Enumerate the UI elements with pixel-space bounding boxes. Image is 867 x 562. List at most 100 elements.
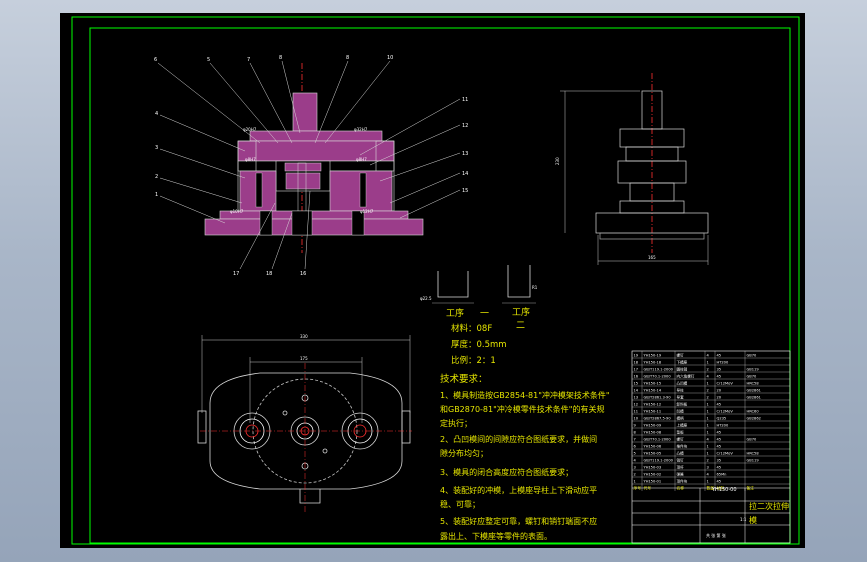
process-material: 材料：08F [451,323,492,334]
bom-cell: YH150-19 [644,354,662,358]
bom-cell: HRC58 [747,382,760,386]
tech-line-8: 稳、可靠； [440,499,480,509]
bom-cell: 内六角螺钉 [677,374,695,379]
plan-center-dim: 175 [300,356,308,361]
bom-cell: 5 [634,452,636,456]
bom-cell: 45 [717,466,722,470]
tech-line-2: 和GB2870-81"冲冷模零件技术条件"的有关规 [440,404,604,414]
side-view [560,73,709,265]
bom-cell: 垫板 [677,430,685,435]
bom-cell: GB2862 [747,417,761,421]
part-balloons: 6 5 7 8 8 10 4 3 2 1 11 12 13 14 15 17 1… [154,55,468,277]
bom-cell: 销钉 [677,458,685,463]
svg-text:φ22.5: φ22.5 [420,296,432,301]
leader-lines [157,60,461,270]
bom-cell: GB70 [747,354,758,358]
bom-cell: 9 [634,424,637,428]
balloon-top-4: 8 [279,55,282,61]
title-drawing-no: YH150-00 [711,487,737,493]
bom-cell: 1 [707,403,709,407]
svg-text:φ20H7: φ20H7 [243,127,257,132]
bom-cell: 11 [634,410,639,414]
bom-cell: 2 [707,368,709,372]
technical-requirements: 技术要求： 1、模具制造按GB2854-81"冲冲模架技术条件" 和GB2870… [440,373,610,541]
bom-cell: 6 [634,445,637,449]
bom-cell: 10 [634,417,639,421]
bom-cell: YH150-18 [644,361,662,365]
cad-viewport[interactable]: φ20H7 φ32H7 φ8H7 φ8H7 φ10H7 φ12H7 6 5 7 … [60,13,805,548]
process-step1-label: 工序 [446,307,464,319]
bom-cell: 45 [717,354,722,358]
bom-cell: GB2861 [747,389,761,393]
balloon-right-1: 11 [462,97,468,103]
bom-cell: GB/T2867.5-90 [644,417,672,421]
svg-text:φ8H7: φ8H7 [245,157,256,162]
balloon-left-2: 3 [155,145,158,151]
bom-cell: 16 [634,375,639,379]
bom-cell: 上模座 [677,423,688,428]
bom-cell: 45 [717,431,722,435]
plan-view [197,335,412,513]
balloon-top-6: 10 [387,55,393,61]
bom-cell: YH150-05 [644,452,662,456]
bom-cell: 17 [634,368,639,372]
bom-cell: YH150-08 [644,431,662,435]
bom-cell: 推件块 [677,444,688,449]
bom-cell: 45 [717,375,722,379]
bom-cell: 18 [634,361,639,365]
bom-cell: 4 [707,354,710,358]
bom-cell: YH150-14 [644,389,662,393]
bom-cell: 14 [634,389,639,393]
bom-cell: YH150-11 [644,410,662,414]
process-step2-label: 工序 [512,306,530,318]
bom-cell: 12 [634,403,639,407]
balloon-top-2: 5 [207,57,210,63]
bom-cell: Cr12MoV [717,452,734,456]
title-name: 拉二次拉伸 [749,501,789,511]
balloon-left-3: 2 [155,174,158,180]
balloon-top-1: 6 [154,57,157,63]
bom-cell: GB70 [747,375,758,379]
bom-cell: 2 [634,473,636,477]
process-thickness: 厚度：0.5mm [451,339,507,350]
bom-cell: 1 [707,424,709,428]
tech-line-10: 露出上、下模座等零件的表面。 [440,531,552,541]
bom-cell: 凸凹模 [677,381,688,386]
balloon-bottom-3: 16 [300,271,306,277]
bom-cell: GB/T2861.3-90 [644,396,672,400]
bom-cell: HT200 [717,424,729,428]
svg-text:φ12H7: φ12H7 [360,209,374,214]
process-sketches [432,265,536,304]
bom-cell: HRC58 [747,452,760,456]
svg-text:φ8H7: φ8H7 [356,157,367,162]
bom-cell: 20 [717,389,722,393]
bom-cell: 1 [707,452,709,456]
front-section-view: φ20H7 φ32H7 φ8H7 φ8H7 φ10H7 φ12H7 [204,63,424,253]
bom-cell: GB119 [747,459,760,463]
balloon-bottom-1: 17 [233,271,239,277]
bom-cell: 7 [634,438,636,442]
tech-line-1: 1、模具制造按GB2854-81"冲冲模架技术条件" [440,390,610,400]
tech-line-5: 隙分布均匀； [440,448,488,458]
cad-drawing: φ20H7 φ32H7 φ8H7 φ8H7 φ10H7 φ12H7 6 5 7 … [71,16,800,545]
title-sheet: 共 张 第 张 [706,532,726,538]
bom-cell: 45 [717,445,722,449]
bom-cell: 45 [717,480,722,484]
bom-cell: 3 [707,466,709,470]
bom-cell: 圆柱销 [677,367,688,372]
bom-cell: 45 [717,403,722,407]
bom-cell: YH150-03 [644,466,662,470]
outer-frame [71,16,800,545]
balloon-bottom-2: 18 [266,271,272,277]
bom-cell: GB/T119.1-2000 [644,368,674,372]
bom-cell: Cr12MoV [717,382,734,386]
bom-cell: 1 [634,480,636,484]
bom-cell: HRC60 [747,410,760,414]
bom-cell: 1 [707,410,709,414]
bom-cell: GB/T70.1-2000 [644,438,672,442]
process-ratio: 比例：2：1 [451,355,496,366]
bom-cell: 4 [707,375,710,379]
title-name-2: 模 [749,515,757,525]
bom-cell: 2 [707,396,709,400]
side-height-dim: 230 [555,157,560,165]
